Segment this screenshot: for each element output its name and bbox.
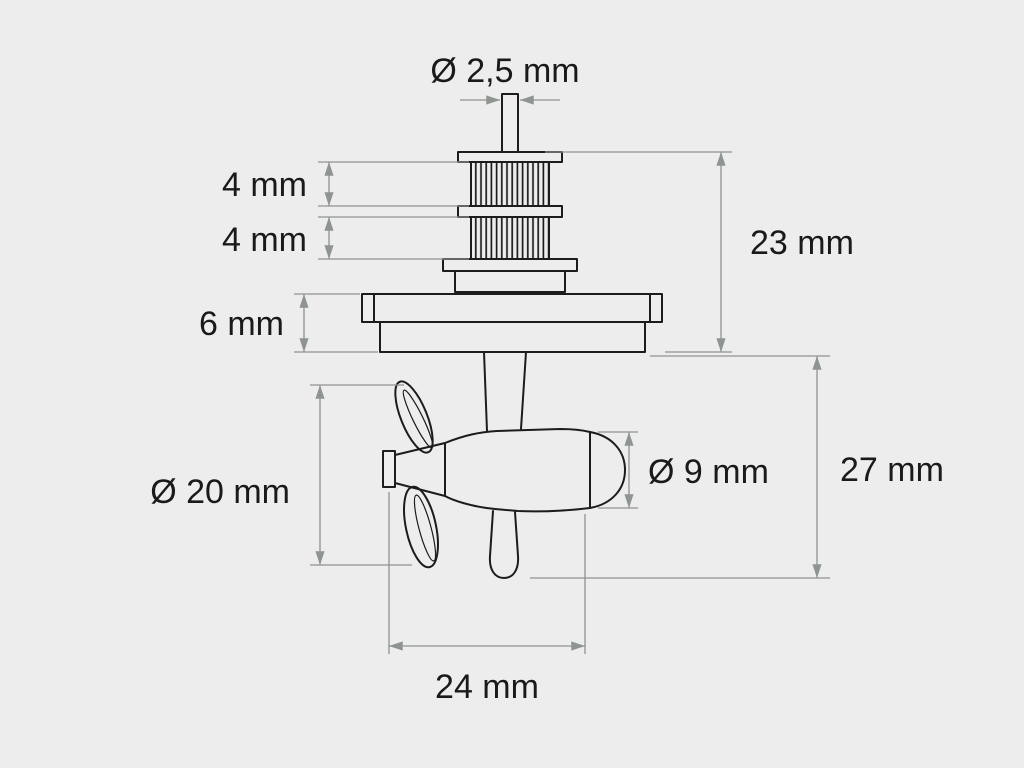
dimension-lower-length xyxy=(388,492,586,654)
pulley-assembly xyxy=(442,151,578,293)
label-lower-length: 24 mm xyxy=(435,668,539,706)
propeller-blade-top-face xyxy=(402,389,434,449)
dimension-pulley-upper xyxy=(318,161,469,207)
dimension-upper-height xyxy=(545,151,732,353)
label-flange-thickness: 6 mm xyxy=(199,305,284,343)
label-pulley-width-lower: 4 mm xyxy=(222,221,307,259)
mounting-flange xyxy=(361,293,663,353)
motor-shaft xyxy=(501,93,519,153)
dimension-flange-thickness xyxy=(294,293,378,353)
label-shaft-diameter: Ø 2,5 mm xyxy=(430,52,579,90)
label-dome-diameter: Ø 9 mm xyxy=(648,453,769,491)
label-pulley-width-upper: 4 mm xyxy=(222,166,307,204)
propeller xyxy=(382,380,446,569)
propeller-blade-bottom-face xyxy=(413,494,437,562)
label-lower-height: 27 mm xyxy=(840,451,944,489)
label-upper-height: 23 mm xyxy=(750,224,854,262)
lower-gear-body xyxy=(444,428,626,579)
body-outline xyxy=(444,428,626,513)
propeller-blade-bottom xyxy=(403,485,439,569)
label-propeller-diameter: Ø 20 mm xyxy=(150,473,290,511)
pulley-bottom-flange xyxy=(442,258,578,272)
propeller-nut xyxy=(382,450,396,488)
skeg xyxy=(488,510,520,579)
pulley-base-collar xyxy=(454,270,566,293)
dimension-lower-height xyxy=(530,355,830,579)
flange-top-plate xyxy=(361,293,663,323)
strut xyxy=(483,351,527,432)
drive-unit-outline xyxy=(361,93,663,579)
pulley-mid-flange xyxy=(457,205,563,218)
propeller-blade-top xyxy=(394,380,434,454)
strut-left-edge xyxy=(483,351,488,432)
strut-right-edge xyxy=(520,351,527,430)
dimension-propeller-diameter xyxy=(310,384,412,566)
dimension-pulley-lower xyxy=(318,216,469,260)
pulley-upper-band xyxy=(470,161,550,207)
pulley-top-flange xyxy=(457,151,563,163)
pulley-lower-band xyxy=(470,216,550,260)
flange-lower-step xyxy=(379,321,646,353)
dimension-dome-diameter xyxy=(598,431,638,509)
